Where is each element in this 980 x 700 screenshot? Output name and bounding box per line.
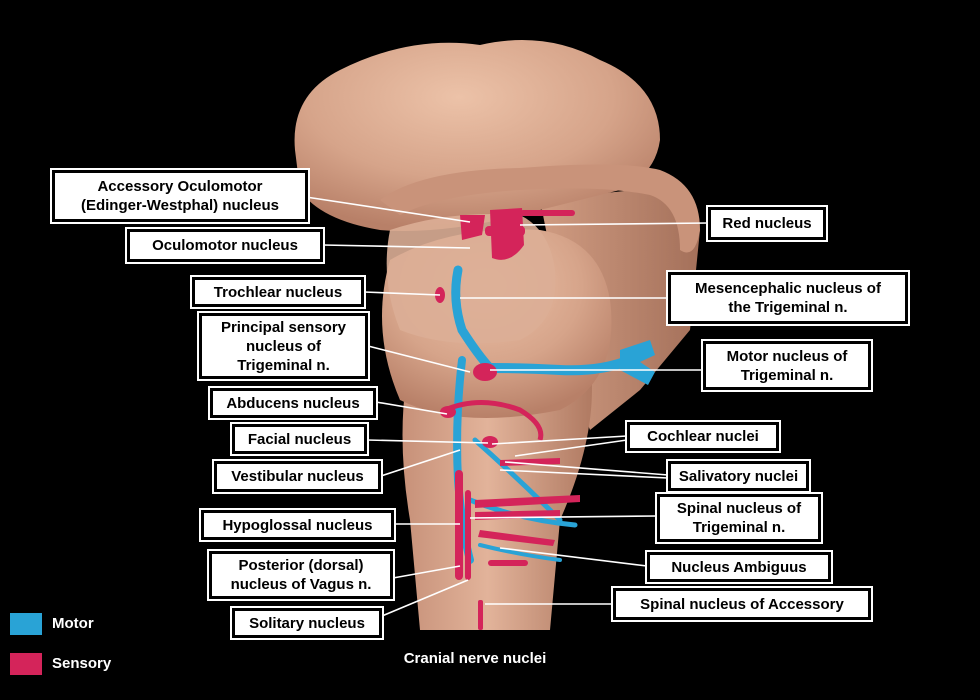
label-solitary: Solitary nucleus xyxy=(230,606,384,640)
principal-sensory-nucleus xyxy=(473,363,497,381)
label-spinal-trigeminal: Spinal nucleus of Trigeminal n. xyxy=(655,492,823,544)
legend-sensory-label: Sensory xyxy=(52,655,112,672)
label-mesencephalic: Mesencephalic nucleus of the Trigeminal … xyxy=(666,270,910,326)
label-oculomotor: Oculomotor nucleus xyxy=(125,227,325,264)
label-hypoglossal: Hypoglossal nucleus xyxy=(199,508,396,542)
leader-lines xyxy=(305,196,709,617)
label-red-nucleus: Red nucleus xyxy=(706,205,828,242)
trigeminal-root xyxy=(620,340,655,385)
label-accessory-oculomotor: Accessory Oculomotor (Edinger-Westphal) … xyxy=(50,168,310,224)
label-cochlear: Cochlear nuclei xyxy=(625,420,781,453)
label-motor-trigeminal: Motor nucleus of Trigeminal n. xyxy=(701,339,873,392)
legend-sensory-swatch xyxy=(10,653,42,675)
label-facial: Facial nucleus xyxy=(230,422,369,456)
facial-nucleus xyxy=(482,436,498,448)
label-trochlear: Trochlear nucleus xyxy=(190,275,366,309)
legend-motor-swatch xyxy=(10,613,42,635)
label-principal-sensory: Principal sensory nucleus of Trigeminal … xyxy=(197,311,370,381)
label-spinal-accessory: Spinal nucleus of Accessory xyxy=(611,586,873,622)
medulla xyxy=(402,360,592,630)
label-ambiguus: Nucleus Ambiguus xyxy=(645,550,833,584)
legend-motor-label: Motor xyxy=(52,615,94,632)
sensory-nuclei xyxy=(435,208,580,630)
label-posterior-vagus: Posterior (dorsal) nucleus of Vagus n. xyxy=(207,549,395,601)
label-salivatory: Salivatory nuclei xyxy=(666,459,811,493)
label-abducens: Abducens nucleus xyxy=(208,386,378,420)
stria-tract xyxy=(380,164,700,253)
label-vestibular: Vestibular nucleus xyxy=(212,459,383,494)
diagram-title: Cranial nerve nuclei xyxy=(403,650,547,667)
